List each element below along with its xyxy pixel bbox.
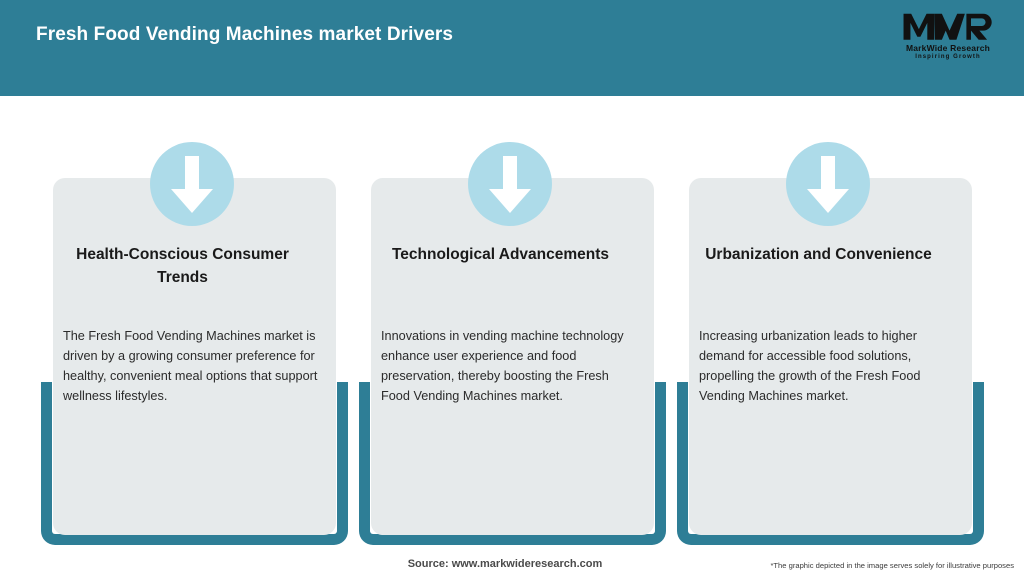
page-footer: Source: www.markwideresearch.com *The gr… bbox=[0, 552, 1024, 576]
card-body: Increasing urbanization leads to higher … bbox=[699, 329, 921, 403]
arrow-down-glyph bbox=[489, 156, 531, 213]
disclaimer-label: *The graphic depicted in the image serve… bbox=[770, 561, 1014, 570]
arrow-down-icon bbox=[786, 142, 870, 226]
driver-card-3[interactable]: Urbanization and Convenience Increasing … bbox=[677, 96, 984, 552]
card-title: Urbanization and Convenience bbox=[705, 246, 932, 263]
arrow-down-glyph bbox=[807, 156, 849, 213]
brand-logo: MarkWide Research Inspiring Growth bbox=[894, 10, 1002, 68]
card-bracket bbox=[359, 382, 666, 545]
card-body: The Fresh Food Vending Machines market i… bbox=[63, 329, 318, 403]
card-body: Innovations in vending machine technolog… bbox=[381, 329, 624, 403]
drivers-card-group: Health-Conscious Consumer Trends The Fre… bbox=[0, 96, 1024, 552]
source-label: Source: www.markwideresearch.com bbox=[407, 558, 603, 570]
page-header: Fresh Food Vending Machines market Drive… bbox=[0, 0, 1024, 96]
card-panel bbox=[53, 178, 336, 535]
card-bracket bbox=[41, 382, 348, 545]
mwr-logo-icon bbox=[903, 13, 992, 40]
arrow-down-glyph bbox=[171, 156, 213, 213]
card-title: Health-Conscious Consumer Trends bbox=[76, 246, 289, 286]
driver-card-2[interactable]: Technological Advancements Innovations i… bbox=[359, 96, 666, 552]
card-panel bbox=[689, 178, 972, 535]
logo-tagline: Inspiring Growth bbox=[915, 54, 981, 60]
card-title: Technological Advancements bbox=[391, 246, 610, 263]
page-title: Fresh Food Vending Machines market Drive… bbox=[36, 24, 454, 45]
card-bracket bbox=[677, 382, 984, 545]
arrow-down-icon bbox=[150, 142, 234, 226]
logo-company-name: MarkWide Research bbox=[905, 43, 991, 53]
arrow-down-icon bbox=[468, 142, 552, 226]
card-panel bbox=[371, 178, 654, 535]
driver-card-1[interactable]: Health-Conscious Consumer Trends The Fre… bbox=[41, 96, 348, 552]
